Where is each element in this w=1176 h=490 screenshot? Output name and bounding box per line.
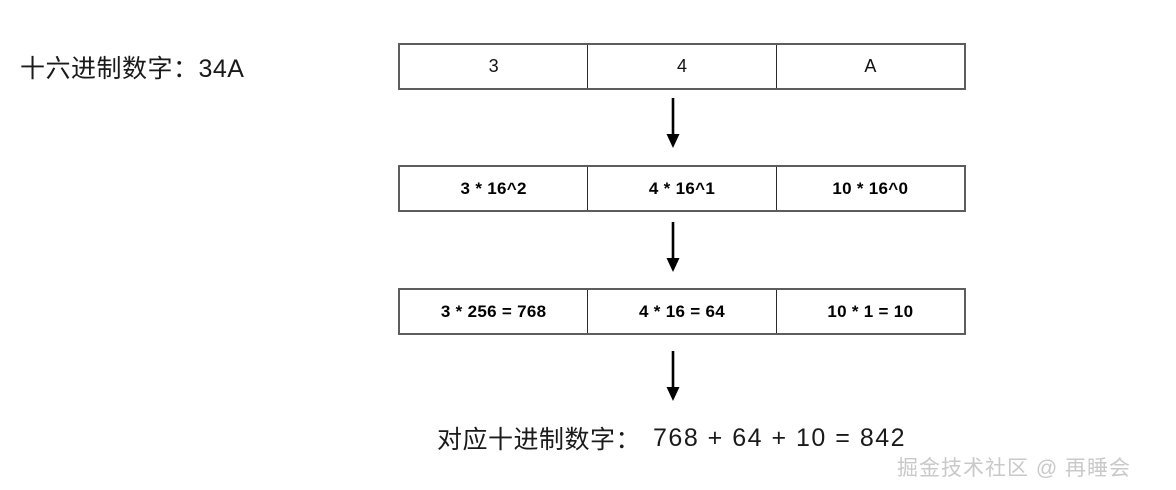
table-cell: 10 * 16^0 [832, 178, 909, 198]
table-hex-digits: 3 4 A [398, 43, 966, 90]
decimal-result-prefix: 对应十进制数字： [437, 426, 642, 454]
arrow-down-icon [660, 351, 686, 401]
table-cell: 3 * 16^2 [400, 167, 589, 210]
arrow-down-icon [660, 222, 686, 272]
decimal-result-line: 对应十进制数字： 768 + 64 + 10 = 842 [437, 418, 906, 458]
table-cell: 10 * 1 = 10 [827, 301, 914, 321]
decimal-result-expression: 768 + 64 + 10 = 842 [653, 423, 907, 452]
arrow-down-icon [660, 98, 686, 148]
table-cell: 3 * 256 = 768 [400, 290, 589, 333]
watermark: 掘金技术社区 @ 再睡会 [897, 457, 1131, 480]
table-powers-of-sixteen: 3 * 16^2 4 * 16^1 10 * 16^0 [398, 165, 966, 212]
table-cell: 4 [588, 45, 777, 88]
table-cell: 4 * 16^1 [588, 167, 777, 210]
table-cell: 3 [400, 45, 589, 88]
table-cell: A [864, 56, 877, 76]
hex-number-label: 十六进制数字：34A [20, 54, 245, 83]
table-cell: 4 * 16 = 64 [588, 290, 777, 333]
table-products: 3 * 256 = 768 4 * 16 = 64 10 * 1 = 10 [398, 288, 966, 335]
